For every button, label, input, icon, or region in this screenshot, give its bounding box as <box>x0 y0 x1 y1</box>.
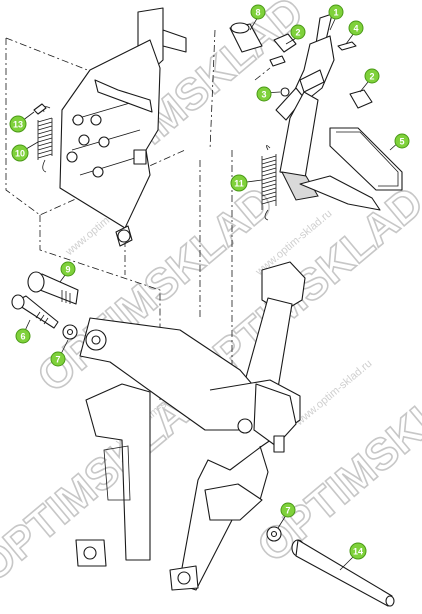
callout-11: 11 <box>230 174 248 192</box>
callout-4: 4 <box>348 20 364 36</box>
callout-label: 8 <box>255 8 260 18</box>
callout-label: 2 <box>295 28 300 38</box>
callout-5: 5 <box>394 133 410 149</box>
callout-label: 7 <box>285 506 290 516</box>
callout-8: 8 <box>250 4 266 20</box>
pedal-pad-5 <box>299 127 403 211</box>
callout-label: 7 <box>55 355 60 365</box>
spring-11 <box>261 145 277 221</box>
callout-label: 9 <box>65 265 70 275</box>
upper-bracket-assembly <box>59 7 187 247</box>
spring-10 <box>37 106 53 173</box>
callout-label: 14 <box>353 547 363 557</box>
main-lever-assembly <box>75 261 306 591</box>
callout-label: 3 <box>261 90 266 100</box>
callout-2-upper: 2 <box>290 24 306 40</box>
callout-9: 9 <box>60 261 76 277</box>
callout-7-left: 7 <box>50 351 66 367</box>
washer-7-left <box>62 324 78 340</box>
pedal-assembly <box>229 13 373 201</box>
watermark-url: www.optim-sklad.ru <box>293 358 375 429</box>
callout-14: 14 <box>349 542 367 560</box>
callout-7-right: 7 <box>280 502 296 518</box>
callout-1: 1 <box>328 4 344 20</box>
callout-2-right: 2 <box>364 68 380 84</box>
clip-13 <box>33 103 47 115</box>
callout-label: 11 <box>234 179 244 189</box>
callout-label: 13 <box>13 120 23 130</box>
callout-label: 10 <box>15 149 25 159</box>
bolt-14 <box>291 539 395 607</box>
callout-13: 13 <box>9 115 27 133</box>
callout-label: 6 <box>20 332 25 342</box>
bolt-6 <box>11 294 59 329</box>
callout-label: 5 <box>399 137 404 147</box>
callout-label: 4 <box>353 24 358 34</box>
callout-6: 6 <box>15 328 31 344</box>
bolt-9 <box>27 271 79 305</box>
callout-10: 10 <box>11 144 29 162</box>
callout-label: 2 <box>369 72 374 82</box>
callout-label: 1 <box>333 8 338 18</box>
callout-3: 3 <box>256 86 272 102</box>
washer-7-right <box>266 526 282 542</box>
